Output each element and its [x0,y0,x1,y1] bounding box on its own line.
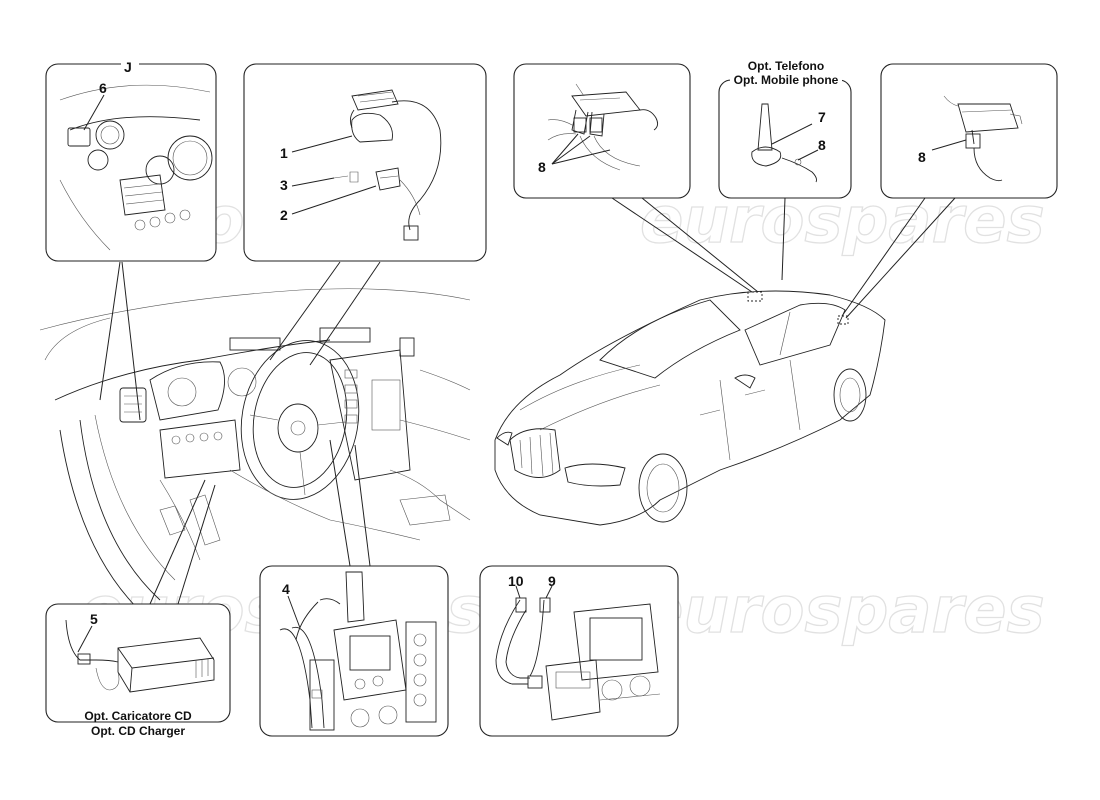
callout-7: 7 [818,109,826,125]
detail-panel-cd-changer: 5 Opt. Caricatore CD Opt. CD Charger [45,603,231,738]
callout-3: 3 [280,177,288,193]
sedan-car-illustration [494,290,886,526]
caption-cd-changer-en: Opt. CD Charger [91,724,185,738]
panel-antenna-drawing [333,89,442,241]
callout-1: 1 [280,145,288,161]
panel-harness-drawing [279,571,437,731]
callout-8-roof: 8 [538,159,546,175]
callout-4: 4 [282,581,290,597]
callout-9: 9 [548,573,556,589]
detail-panel-j: J 6 [45,52,217,262]
callout-5: 5 [90,611,98,627]
detail-panel-harness: 4 [259,565,449,737]
roof-module-marker [747,291,763,302]
callout-10: 10 [508,573,524,589]
watermark-4: eurospares [640,574,1045,648]
callout-8-phone: 8 [818,137,826,153]
panel-cd-drawing [65,619,215,693]
detail-panel-antenna: 1 3 2 [243,63,487,262]
title-phone-en: Opt. Mobile phone [734,73,839,87]
detail-panel-rear-module: 8 [880,63,1058,199]
rear-module-marker [837,315,849,325]
detail-panel-cables: 10 9 [479,565,679,737]
callout-8-rear: 8 [918,149,926,165]
panel-letter-j: J [124,59,132,75]
panel-rear-drawing [943,95,1023,182]
callout-2: 2 [280,207,288,223]
dashboard-interior-illustration [39,288,471,621]
title-phone-it: Opt. Telefono [748,59,824,73]
detail-panel-phone-antenna: Opt. Telefono Opt. Mobile phone 7 8 [718,58,852,199]
panel-phone-drawing [751,103,817,183]
panel-leaders [99,197,956,605]
callout-6: 6 [99,80,107,96]
caption-cd-changer-it: Opt. Caricatore CD [84,709,192,723]
panel-roof-drawing [547,83,659,171]
panel-cables-drawing [495,597,661,721]
detail-panel-roof-connector: 8 [513,63,691,199]
panel-j-drawing [59,84,213,251]
